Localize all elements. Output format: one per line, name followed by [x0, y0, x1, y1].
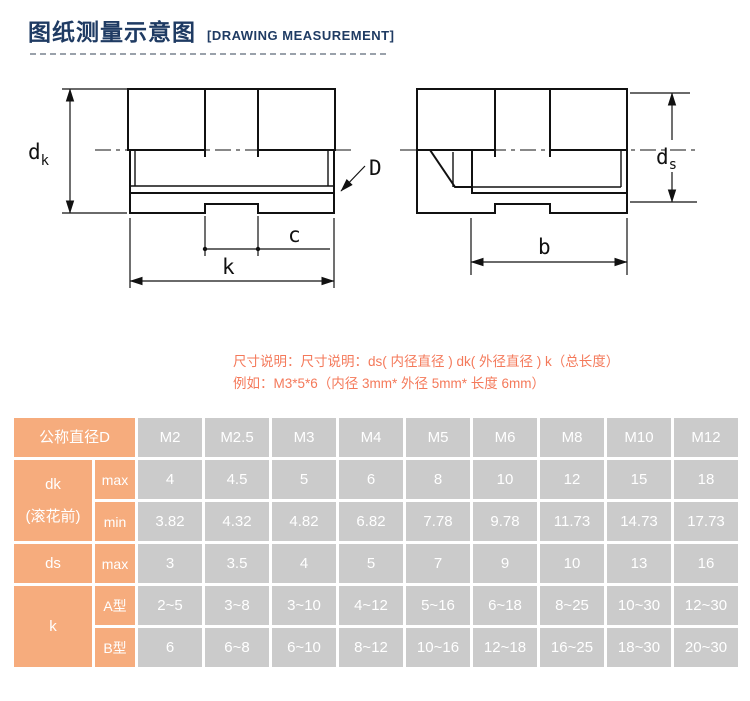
- table-cell: 15: [607, 460, 671, 499]
- table-cell: 4.32: [205, 502, 269, 541]
- table-cell: 4.5: [205, 460, 269, 499]
- column-header: M6: [473, 418, 537, 457]
- column-header: M5: [406, 418, 470, 457]
- table-cell: 10: [473, 460, 537, 499]
- knurl-block: [127, 88, 206, 151]
- table-cell: 2~5: [138, 586, 202, 625]
- section-hatch: [129, 192, 335, 214]
- dimension-notes: 尺寸说明：尺寸说明：ds( 内径直径 ) dk( 外径直径 ) k（总长度） 例…: [233, 351, 619, 395]
- table-cell: 10~16: [406, 628, 470, 667]
- table-cell: 6~8: [205, 628, 269, 667]
- row-sub-label: max: [95, 460, 135, 499]
- knurl-block: [416, 88, 496, 151]
- dimension-note-line1: 尺寸说明：尺寸说明：ds( 内径直径 ) dk( 外径直径 ) k（总长度）: [233, 354, 620, 369]
- row-group-label: k: [14, 586, 92, 667]
- section-hatch: [416, 149, 628, 214]
- table-cell: 8: [406, 460, 470, 499]
- dim-label-D: D: [369, 156, 382, 180]
- table-cell: 4: [272, 544, 336, 583]
- dimension-note-line2: 例如：M3*5*6（内径 3mm* 外径 5mm* 长度 6mm）: [233, 376, 546, 391]
- table-cell: 18~30: [607, 628, 671, 667]
- title-divider: [30, 53, 386, 55]
- row-group-label: dk(滚花前): [14, 460, 92, 541]
- table-cell: 3.82: [138, 502, 202, 541]
- table-cell: 3.5: [205, 544, 269, 583]
- page-subtitle: [DRAWING MEASUREMENT]: [207, 28, 395, 43]
- table-cell: 6: [138, 628, 202, 667]
- table-cell: 8~12: [339, 628, 403, 667]
- table-cell: 10~30: [607, 586, 671, 625]
- column-header: M8: [540, 418, 604, 457]
- table-cell: 7.78: [406, 502, 470, 541]
- row-sub-label: A型: [95, 586, 135, 625]
- dim-label-k: k: [222, 255, 235, 279]
- table-cell: 5: [272, 460, 336, 499]
- table-cell: 6: [339, 460, 403, 499]
- table-cell: 4~12: [339, 586, 403, 625]
- table-cell: 7: [406, 544, 470, 583]
- left-section-view: dk D c k: [28, 88, 382, 288]
- table-cell: 6.82: [339, 502, 403, 541]
- table-corner-label: 公称直径D: [14, 418, 135, 457]
- knurl-block: [257, 88, 336, 151]
- dim-label-dk: dk: [28, 140, 50, 169]
- measurement-diagram: dk D c k d: [28, 88, 700, 288]
- table-cell: 5~16: [406, 586, 470, 625]
- page-header: 图纸测量示意图 [DRAWING MEASUREMENT]: [28, 13, 394, 47]
- dim-label-c: c: [288, 223, 301, 247]
- table-cell: 16~25: [540, 628, 604, 667]
- column-header: M4: [339, 418, 403, 457]
- row-sub-label: min: [95, 502, 135, 541]
- table-cell: 12~30: [674, 586, 738, 625]
- column-header: M2.5: [205, 418, 269, 457]
- table-cell: 9: [473, 544, 537, 583]
- knurl-block: [549, 88, 628, 151]
- table-cell: 14.73: [607, 502, 671, 541]
- page-title: 图纸测量示意图: [28, 19, 196, 45]
- right-section-view: ds b: [400, 88, 700, 275]
- table-cell: 4: [138, 460, 202, 499]
- table-cell: 12~18: [473, 628, 537, 667]
- dim-label-ds: ds: [656, 145, 677, 173]
- table-cell: 6~18: [473, 586, 537, 625]
- column-header: M12: [674, 418, 738, 457]
- table-cell: 10: [540, 544, 604, 583]
- table-cell: 9.78: [473, 502, 537, 541]
- table-cell: 3~8: [205, 586, 269, 625]
- table-cell: 4.82: [272, 502, 336, 541]
- column-header: M2: [138, 418, 202, 457]
- row-group-label: ds: [14, 544, 92, 583]
- table-cell: 3~10: [272, 586, 336, 625]
- row-sub-label: max: [95, 544, 135, 583]
- table-cell: 12: [540, 460, 604, 499]
- table-cell: 8~25: [540, 586, 604, 625]
- table-cell: 18: [674, 460, 738, 499]
- dim-label-b: b: [538, 235, 551, 259]
- table-cell: 20~30: [674, 628, 738, 667]
- table-cell: 5: [339, 544, 403, 583]
- table-cell: 3: [138, 544, 202, 583]
- table-cell: 16: [674, 544, 738, 583]
- table-cell: 17.73: [674, 502, 738, 541]
- column-header: M10: [607, 418, 671, 457]
- table-cell: 13: [607, 544, 671, 583]
- row-sub-label: B型: [95, 628, 135, 667]
- table-cell: 6~10: [272, 628, 336, 667]
- table-cell: 11.73: [540, 502, 604, 541]
- column-header: M3: [272, 418, 336, 457]
